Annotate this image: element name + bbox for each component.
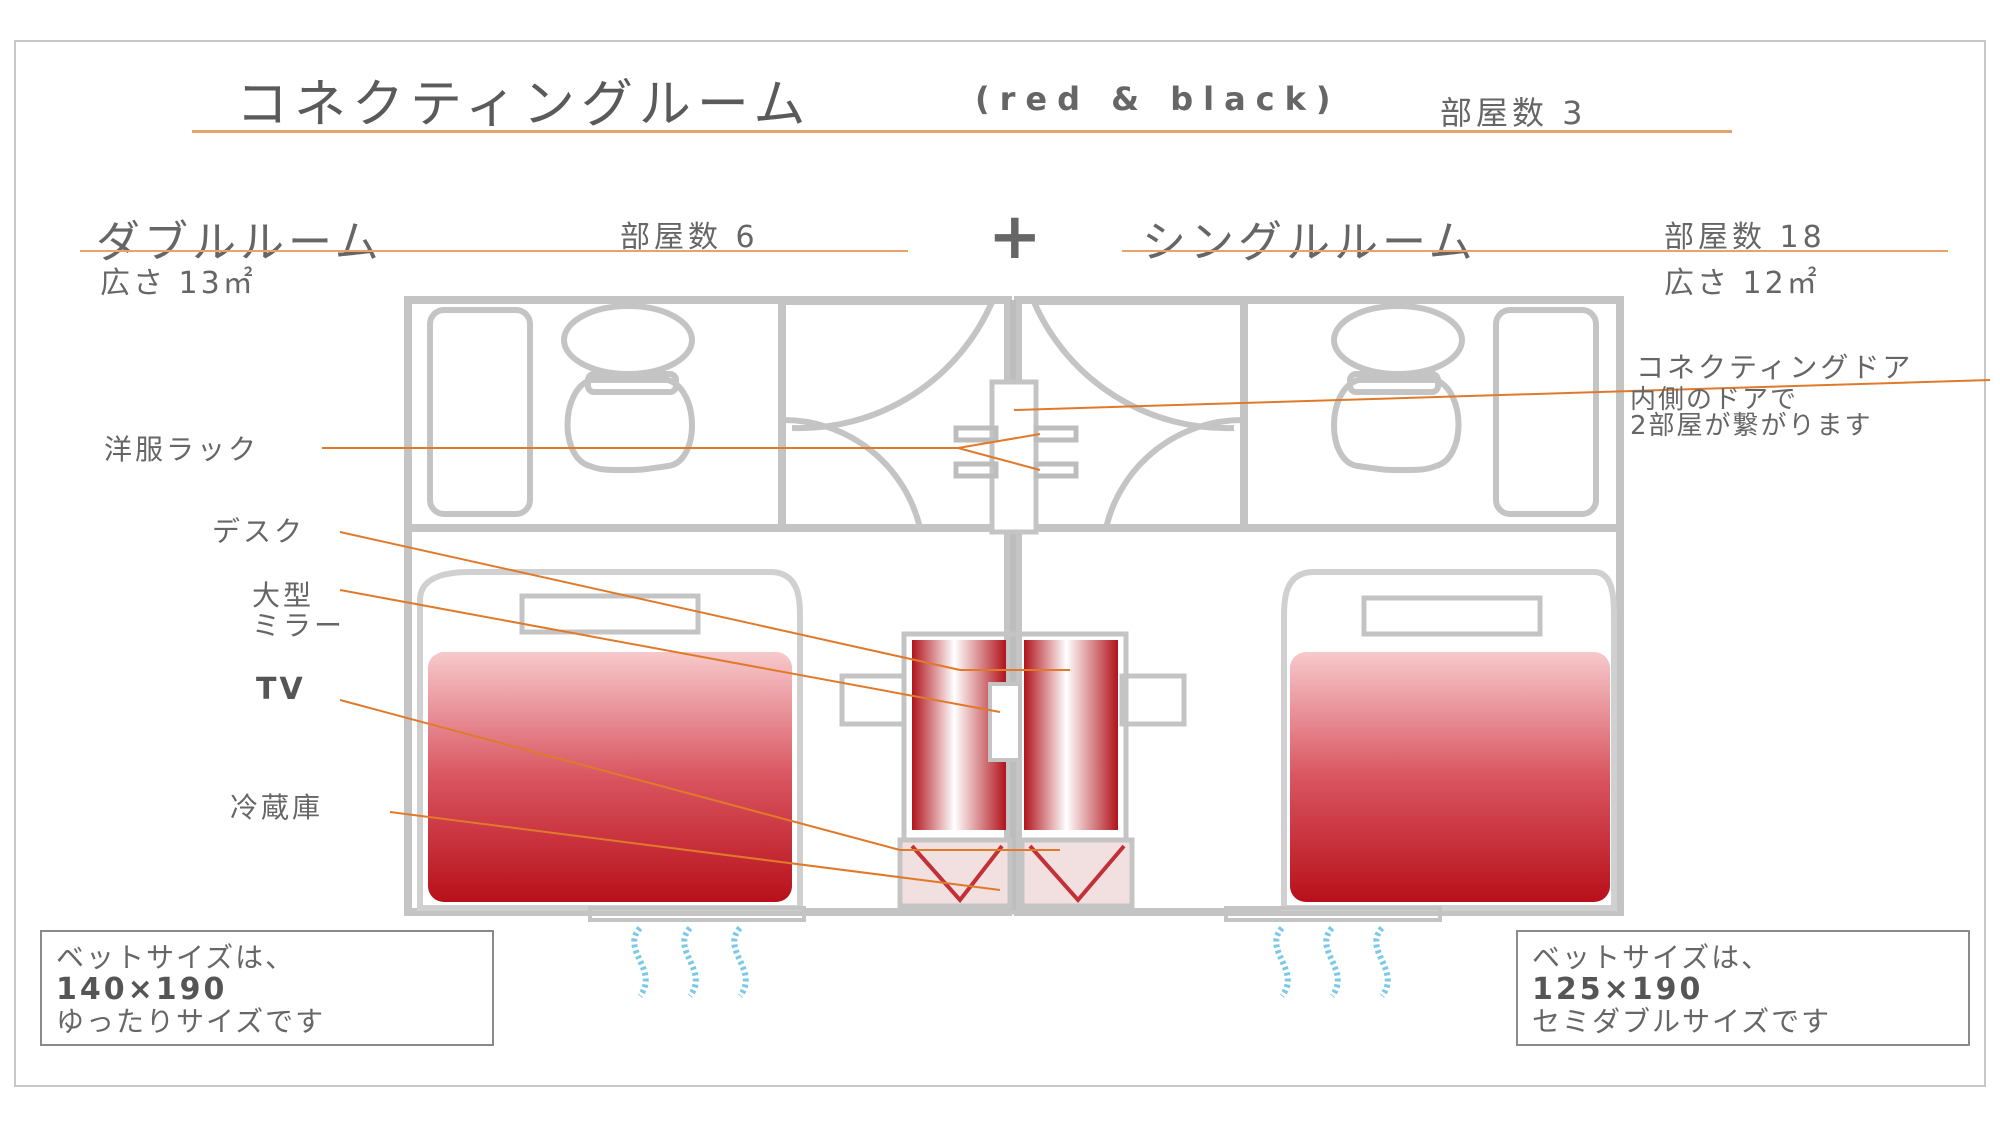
right-bed-info-box: ベットサイズは、 125×190 セミダブルサイズです (1516, 930, 1970, 1046)
left-bed-info-line3: ゆったりサイズです (56, 1005, 326, 1038)
mirror (988, 682, 1022, 762)
plus-sign: + (988, 200, 1042, 274)
label-fridge: 冷蔵庫 (230, 791, 324, 824)
label-clothes-rack: 洋服ラック (104, 433, 260, 466)
right-room-area: 広さ 12㎡ (1664, 266, 1820, 301)
label-desk: デスク (212, 515, 306, 548)
chair-left (839, 673, 907, 727)
label-tv: TV (256, 672, 306, 707)
left-bed-pillow (519, 593, 701, 635)
connecting-note-line2: 2部屋が繋がります (1630, 411, 1873, 441)
connecting-note-line1: 内側のドアで (1630, 385, 1799, 415)
page-title: コネクティングルーム (236, 75, 812, 135)
right-bed-pillow (1361, 595, 1543, 637)
label-mirror-line2: ミラー (252, 609, 346, 642)
left-bed-headboard (417, 569, 803, 911)
left-room-count: 部屋数 6 (620, 220, 759, 255)
right-bed-headboard (1281, 569, 1617, 911)
label-mirror-line1: 大型 (252, 579, 315, 612)
title-underline (192, 130, 1732, 133)
label-connecting-door: コネクティングドア (1636, 351, 1914, 384)
left-door-swing (782, 299, 997, 432)
left-room-area: 広さ 13㎡ (100, 266, 256, 301)
right-room-name: シングルルーム (1142, 217, 1477, 268)
left-bed-size: 140×190 (56, 972, 228, 1007)
left-bathroom (427, 303, 695, 517)
connecting-door (989, 379, 1039, 535)
aircon-flow-left (631, 925, 749, 998)
left-bed (428, 652, 792, 902)
chair-right (1119, 673, 1187, 727)
aircon-flow-right (1273, 925, 1391, 998)
right-room-walls (1014, 296, 1624, 916)
right-room-count: 部屋数 18 (1664, 220, 1826, 255)
desk-outline (901, 631, 1129, 915)
left-room-underline (80, 250, 908, 252)
right-bathroom (1331, 303, 1599, 517)
right-bed (1290, 652, 1610, 902)
right-bed-info-line1: ベットサイズは、 (1532, 941, 1772, 974)
left-bed-info-box: ベットサイズは、 140×190 ゆったりサイズです (40, 930, 494, 1046)
left-room-name: ダブルルーム (96, 217, 383, 268)
left-room-walls (404, 296, 1012, 916)
right-room-underline (1122, 250, 1948, 252)
title-room-count: 部屋数 3 (1440, 94, 1587, 132)
right-bed-size: 125×190 (1532, 972, 1704, 1007)
title-subtitle: (red & black) (975, 80, 1341, 118)
leader-lines (322, 379, 1991, 891)
desk-right (1024, 640, 1118, 830)
left-bed-info-line1: ベットサイズは、 (56, 941, 296, 974)
right-bed-info-line3: セミダブルサイズです (1532, 1005, 1832, 1038)
diagram-frame (14, 40, 1986, 1087)
